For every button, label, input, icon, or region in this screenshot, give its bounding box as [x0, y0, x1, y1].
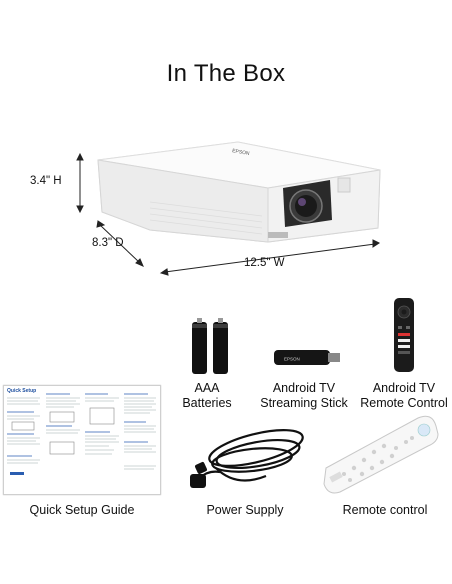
item-label-quick-setup-guide: Quick Setup Guide — [29, 503, 135, 517]
guide-content-lines — [7, 393, 156, 475]
power-supply-icon — [190, 429, 304, 488]
width-dimension: 12.5" W — [244, 257, 285, 269]
guide-heading: Quick Setup — [7, 388, 37, 394]
projector-image: EPSON — [76, 141, 381, 276]
battery-icon — [192, 318, 228, 374]
quick-setup-guide-image: Quick Setup — [3, 385, 161, 495]
item-label-streaming-stick: Android TV Streaming Stick — [260, 381, 348, 410]
item-label-power-supply: Power Supply — [206, 503, 284, 517]
item-label-batteries: AAA Batteries — [182, 381, 232, 410]
streaming-stick-icon: EPSON — [274, 350, 340, 365]
item-label-android-remote: Android TV Remote Control — [360, 381, 448, 410]
depth-dimension: 8.3" D — [92, 237, 124, 249]
item-label-remote-control: Remote control — [342, 503, 428, 517]
projector-brand-text: EPSON — [232, 148, 251, 157]
projector-section: EPSON 3.4" H 8.3" D 12.5" W — [0, 130, 452, 280]
height-dimension: 3.4" H — [30, 175, 62, 187]
android-remote-icon — [394, 298, 414, 372]
page-title: In The Box — [166, 60, 286, 87]
stick-brand-text: EPSON — [284, 357, 300, 362]
remote-control-icon — [323, 415, 439, 494]
